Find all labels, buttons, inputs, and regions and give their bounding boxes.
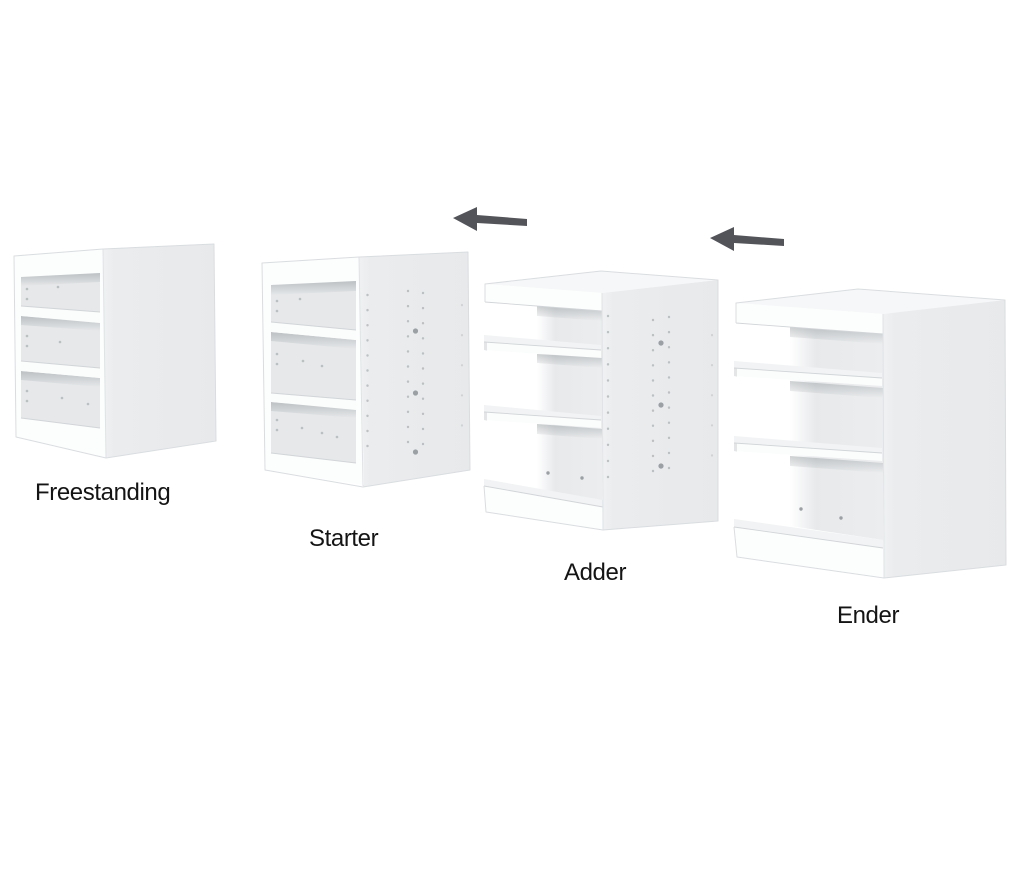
unit-label-starter: Starter bbox=[309, 525, 379, 552]
ender-unit-illustration bbox=[733, 288, 1007, 579]
side-connection-holes bbox=[366, 289, 464, 460]
starter-unit-illustration bbox=[261, 251, 471, 488]
shelf-peg-holes bbox=[546, 471, 584, 480]
unit-label-freestanding: Freestanding bbox=[35, 479, 171, 506]
left-arrow-icon bbox=[710, 227, 784, 251]
left-arrow-icon bbox=[453, 207, 527, 231]
unit-label-adder: Adder bbox=[564, 559, 627, 586]
shelf-peg-holes bbox=[275, 297, 339, 439]
arrow-starter-adder bbox=[453, 207, 527, 231]
side-connection-holes bbox=[606, 314, 714, 494]
shelf-peg-holes bbox=[799, 507, 843, 520]
arrow-adder-ender bbox=[710, 227, 784, 251]
adder-unit-illustration bbox=[483, 270, 719, 531]
shelf-peg-holes bbox=[25, 285, 90, 406]
unit-label-ender: Ender bbox=[837, 602, 900, 629]
freestanding-unit-illustration bbox=[13, 243, 217, 459]
